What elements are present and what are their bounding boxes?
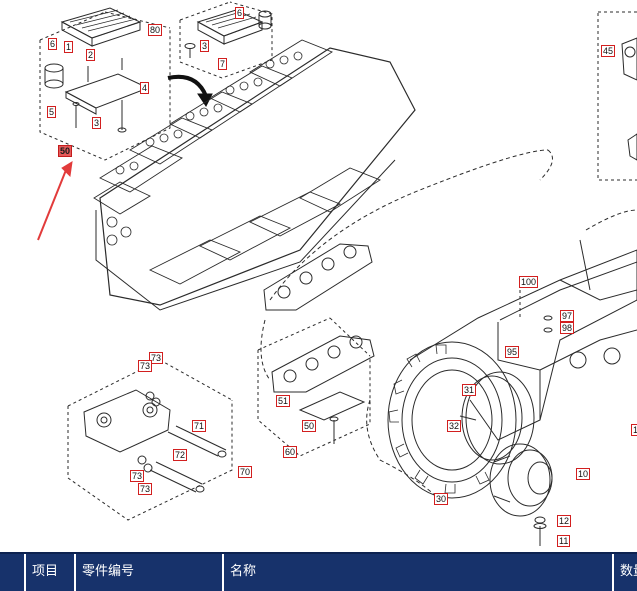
link-assembly-box — [67, 359, 233, 521]
callout-51: 51 — [276, 395, 291, 407]
table-header-quantity: 数量 — [612, 554, 637, 591]
pad-part-2 — [184, 9, 272, 58]
track-dashed-path — [260, 149, 553, 501]
callout-73-top-b: 73 — [138, 360, 153, 372]
parts-diagram — [37, 1, 637, 546]
table-header-name-label: 名称 — [230, 563, 257, 578]
callout-98: 98 — [560, 322, 575, 334]
table-header-spacer — [0, 554, 24, 591]
callout-4: 4 — [140, 82, 150, 94]
callout-1: 1 — [64, 41, 74, 53]
callout-60: 60 — [283, 446, 298, 458]
callout-5: 5 — [47, 106, 57, 118]
red-pointer-arrow — [37, 161, 73, 241]
callout-32: 32 — [447, 420, 462, 432]
table-header-quantity-label: 数量 — [620, 563, 637, 578]
track-frame-part — [263, 243, 373, 311]
callout-71: 71 — [192, 420, 207, 432]
callout-72: 72 — [173, 449, 188, 461]
callout-97: 97 — [560, 310, 575, 322]
callout-11: 11 — [557, 535, 571, 547]
callout-3-right: 3 — [200, 40, 210, 52]
callout-10: 10 — [576, 468, 591, 480]
table-header-part-number: 零件编号 — [74, 554, 222, 591]
callout-70: 70 — [238, 466, 253, 478]
track-roller-assembly — [257, 317, 375, 457]
callout-6-left: 6 — [48, 38, 58, 50]
callout-6-right: 6 — [235, 7, 245, 19]
assembly-arrow — [167, 74, 213, 107]
callout-12: 12 — [557, 515, 572, 527]
bolt-11-12 — [533, 516, 547, 546]
parts-table-header: 项目 零件编号 名称 数量 — [0, 552, 637, 591]
pad-part — [60, 7, 142, 47]
detail-box-45 — [597, 11, 637, 181]
callout-95: 95 — [505, 346, 520, 358]
callout-80: 80 — [148, 24, 163, 36]
bolt-parts — [72, 100, 127, 133]
pad-assembly-box-2 — [179, 1, 273, 79]
callout-45: 45 — [601, 45, 616, 57]
callout-edge: 1 — [631, 424, 637, 436]
callout-30: 30 — [434, 493, 449, 505]
callout-73-bottom-b: 73 — [138, 483, 153, 495]
callout-2: 2 — [86, 49, 96, 61]
callout-73-top-a: 73 — [149, 352, 164, 364]
table-header-item: 项目 — [24, 554, 74, 591]
drive-motor — [489, 443, 553, 517]
callout-31: 31 — [462, 384, 477, 396]
callout-7: 7 — [218, 58, 228, 70]
callout-50-highlighted: 50 — [58, 145, 73, 157]
table-header-part-number-label: 零件编号 — [82, 563, 135, 578]
callout-3-left: 3 — [92, 117, 102, 129]
callout-73-bottom-a: 73 — [130, 470, 145, 482]
sprocket-part — [387, 341, 517, 499]
track-frame — [409, 209, 637, 441]
table-header-name: 名称 — [222, 554, 612, 591]
table-header-item-label: 项目 — [32, 563, 59, 578]
track-chain — [93, 39, 416, 311]
bushing-part — [44, 63, 64, 89]
callout-50: 50 — [302, 420, 317, 432]
callout-100: 100 — [519, 276, 539, 288]
hub-cover — [459, 371, 535, 465]
